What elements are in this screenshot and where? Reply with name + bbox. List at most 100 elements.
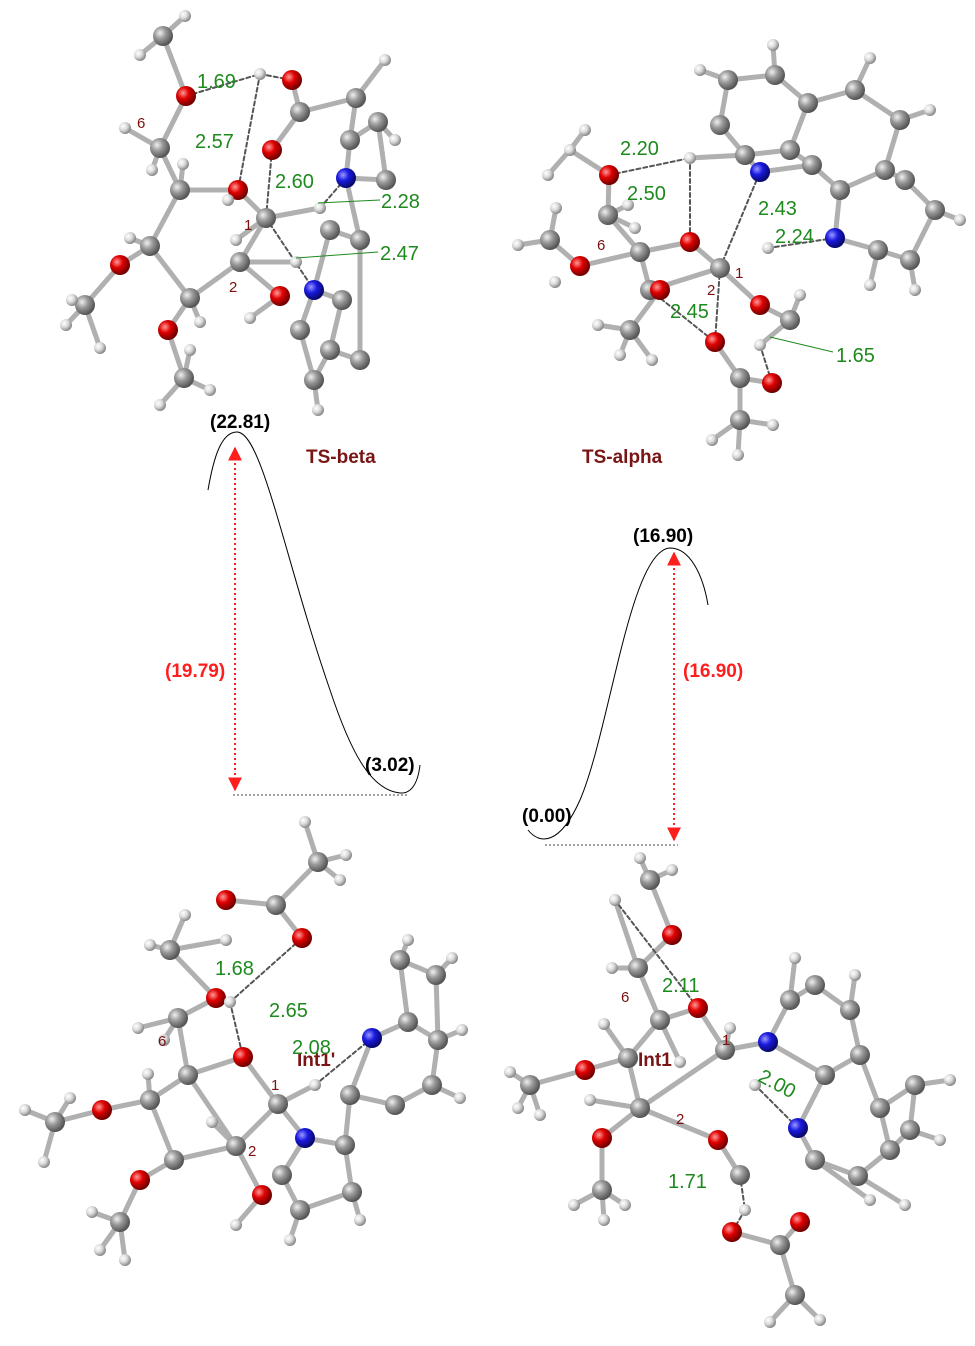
carbon-atom: [868, 240, 888, 260]
hydrogen-atom: [944, 1074, 956, 1086]
hydrogen-atom: [389, 134, 401, 146]
hydrogen-atom: [134, 49, 146, 61]
hydrogen-atom: [598, 1214, 610, 1226]
distance-label: 2.50: [627, 183, 666, 205]
hydrogen-atom: [512, 239, 524, 251]
hydrogen-atom: [402, 934, 414, 946]
nitrogen-atom: [750, 162, 770, 182]
carbon-atom: [710, 115, 730, 135]
hydrogen-atom: [909, 284, 921, 296]
carbon-atom: [150, 138, 170, 158]
interaction-line: [719, 171, 761, 269]
hydrogen-atom: [606, 962, 618, 974]
carbon-atom: [730, 1165, 750, 1185]
hydrogen-atom: [60, 319, 72, 331]
energy-profile: (22.81) (3.02) (16.90) (0.00) (19.79) (1…: [165, 412, 743, 846]
hydrogen-atom: [542, 169, 554, 181]
carbon-atom: [168, 1008, 188, 1028]
hydrogen-atom: [614, 349, 626, 361]
oxygen-atom: [722, 1222, 742, 1242]
hydrogen-atom: [634, 852, 646, 864]
atom-number-label: 2: [248, 1143, 256, 1160]
carbon-atom: [390, 950, 410, 970]
bond: [397, 957, 411, 1025]
distance-label: 2.57: [195, 131, 234, 153]
carbon-atom: [592, 1180, 612, 1200]
carbon-atom: [428, 1030, 448, 1050]
carbon-atom: [780, 990, 800, 1010]
hydrogen-atom: [694, 64, 706, 76]
carbon-atom: [164, 1150, 184, 1170]
hydrogen-atom: [568, 1199, 580, 1211]
carbon-atom: [780, 140, 800, 160]
hydrogen-atom: [230, 234, 242, 246]
oxygen-atom: [650, 280, 670, 300]
carbon-atom: [650, 1010, 670, 1030]
carbon-atom: [875, 160, 895, 180]
atom-number-label: 6: [158, 1033, 166, 1050]
carbon-atom: [765, 65, 785, 85]
carbon-atom: [342, 1182, 362, 1202]
hydrogen-atom: [379, 54, 391, 66]
distance-label: 2.60: [275, 171, 314, 193]
hydrogen-atom: [290, 256, 302, 268]
hydrogen-atom: [206, 1116, 218, 1128]
carbon-atom: [290, 102, 310, 122]
carbon-atom: [174, 368, 194, 388]
hydrogen-atom: [924, 104, 936, 116]
bond: [187, 259, 243, 301]
oxygen-atom: [130, 1170, 150, 1190]
carbon-atom: [180, 288, 200, 308]
bond: [637, 1105, 721, 1143]
carbon-atom: [320, 340, 340, 360]
carbon-atom: [368, 112, 388, 132]
carbon-atom: [815, 1065, 835, 1085]
oxygen-atom: [262, 140, 282, 160]
carbon-atom: [895, 170, 915, 190]
carbon-atom: [900, 1120, 920, 1140]
carbon-atom: [730, 410, 750, 430]
carbon-atom: [153, 26, 173, 46]
bond: [347, 1035, 375, 1098]
carbon-atom: [540, 230, 560, 250]
oxygen-atom: [292, 928, 312, 948]
ts-alpha-atom-numbers: 6 1 2: [597, 237, 743, 299]
hydrogen-atom: [194, 316, 206, 328]
int1-prime-distances: 1.68 2.65 2.08: [215, 958, 331, 1059]
bond: [433, 972, 441, 1043]
distance-label: 2.28: [381, 191, 420, 213]
carbon-atom: [630, 242, 650, 262]
carbon-atom: [335, 1135, 355, 1155]
hydrogen-atom: [354, 1214, 366, 1226]
hydrogen-atom: [762, 242, 774, 254]
oxygen-atom: [705, 332, 725, 352]
carbon-atom: [178, 1065, 198, 1085]
carbon-atom: [598, 205, 618, 225]
bond: [812, 1157, 873, 1203]
hydrogen-atom: [849, 969, 861, 981]
atom-number-label: 2: [707, 282, 715, 299]
carbon-atom: [340, 130, 360, 150]
hydrogen-atom: [706, 434, 718, 446]
nitrogen-atom: [295, 1128, 315, 1148]
ts-beta-energy: (22.81): [210, 412, 270, 433]
interaction-line: [714, 267, 721, 343]
hydrogen-atom: [179, 10, 191, 22]
hydrogen-atom: [579, 124, 591, 136]
atom-number-label: 1: [735, 265, 743, 282]
hydrogen-atom: [446, 952, 458, 964]
alpha-pathway-curve: [527, 547, 709, 840]
hydrogen-atom: [512, 1102, 524, 1114]
carbon-atom: [422, 1075, 442, 1095]
interaction-line: [759, 344, 773, 384]
hydrogen-atom: [66, 294, 78, 306]
distance-label: 2.20: [620, 138, 659, 160]
nitrogen-atom: [788, 1118, 808, 1138]
nitrogen-atom: [304, 280, 324, 300]
hydrogen-atom: [119, 1254, 131, 1266]
hydrogen-atom: [144, 939, 156, 951]
oxygen-atom: [680, 232, 700, 252]
hydrogen-atom: [764, 1316, 776, 1328]
hydrogen-atom: [598, 1018, 610, 1030]
